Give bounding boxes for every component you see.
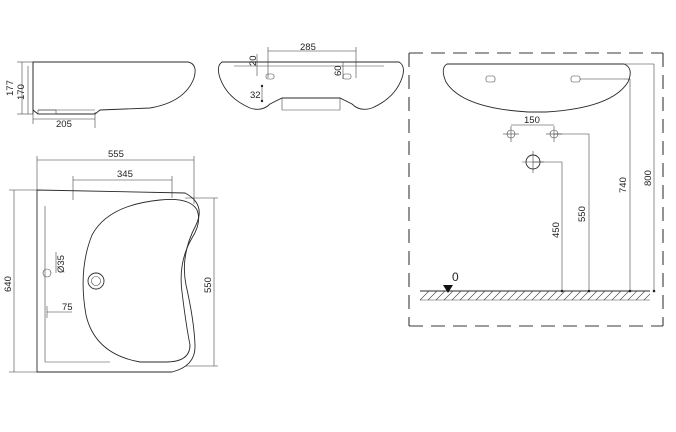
plan-bowl-width-label: 345: [117, 169, 133, 180]
side-depth-label: 205: [56, 119, 72, 130]
plan-width-label: 555: [108, 149, 124, 160]
installation-basin-outline: [442, 63, 631, 113]
supply-spacing-label: 150: [524, 115, 540, 126]
plan-view-bowl-outline: [82, 199, 200, 363]
side-view-basin-outline: [32, 61, 196, 115]
plan-view-drain-outer: [87, 272, 105, 290]
floor-level-marker: [443, 285, 453, 293]
front-hole-offset-left-label: 32: [250, 90, 261, 101]
plan-view-tap-hole: [42, 268, 52, 278]
front-left-fixing-hole: [265, 73, 275, 80]
front-right-fixing-hole: [342, 73, 352, 80]
drain-height-label: 450: [551, 222, 562, 238]
installation-view: 150 0 450 550 740 800: [408, 52, 664, 327]
front-view: 285 20 60 32: [217, 42, 404, 111]
plan-hole-offset-label: 75: [62, 302, 73, 313]
plan-view: 555 345 640 550 Ø35 75: [3, 149, 218, 373]
rim-height-label: 800: [643, 170, 654, 186]
plan-view-drain-inner: [91, 276, 101, 286]
plan-depth-label: 640: [3, 276, 14, 292]
supply-height-label: 550: [577, 206, 588, 222]
installation-right-fixing: [570, 75, 581, 83]
plan-hole-diameter-label: Ø35: [56, 255, 67, 273]
front-view-basin-outline: [217, 61, 404, 110]
side-height-total-label: 177: [5, 80, 16, 96]
floor-hatch: [420, 291, 650, 300]
side-height-inner-label: 170: [16, 84, 27, 100]
plan-view-outer-outline: [36, 189, 200, 373]
floor-level-label: 0: [452, 270, 459, 284]
front-hole-spacing-label: 285: [300, 42, 316, 53]
plan-bowl-depth-label: 550: [203, 277, 214, 293]
front-hole-offset-right-label: 60: [333, 65, 344, 76]
front-hole-offset-top-label: 20: [248, 55, 259, 66]
side-view: 177 170 205: [5, 61, 196, 130]
installation-left-fixing: [485, 75, 496, 83]
fixing-height-label: 740: [618, 177, 629, 193]
